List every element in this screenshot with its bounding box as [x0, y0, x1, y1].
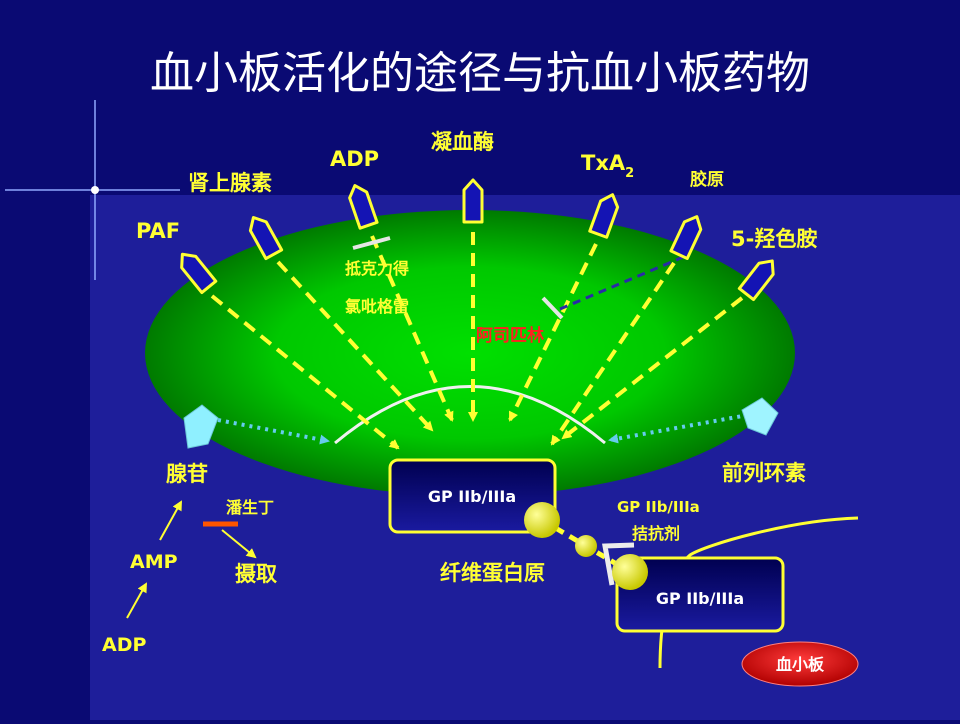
- aspirin-block-bar: [541, 296, 564, 320]
- arrow-adp-to-amp: [126, 582, 147, 619]
- label-ticlopidine: 抵克力得: [345, 259, 409, 278]
- fibrinogen-ball-3: [612, 554, 648, 590]
- arrow-adenosine: [217, 418, 330, 445]
- gp-antagonist-block-icon: [602, 542, 635, 586]
- fibrinogen-ball-2: [575, 535, 597, 557]
- label-clopidogrel: 氯吡格雷: [345, 297, 409, 316]
- gp-receptor-box-main: [388, 458, 557, 534]
- receptor-thrombin-icon: [462, 178, 484, 224]
- adenosine-receptor-icon: [183, 404, 219, 449]
- gp-receptor-label-second: GP IIb/IIIa: [656, 589, 744, 608]
- label-adp-top: ADP: [330, 147, 379, 171]
- receptor-collagen-icon: [669, 215, 703, 260]
- receptor-epinephrine-icon: [248, 216, 284, 261]
- arrow-adp: [370, 235, 454, 422]
- page-title: 血小板活化的途径与抗血小板药物: [150, 48, 810, 99]
- label-epinephrine: 肾上腺素: [188, 171, 272, 195]
- gp-receptor-box-second: [615, 556, 785, 633]
- arrow-to-uptake: [221, 529, 257, 559]
- label-amp: AMP: [130, 551, 178, 573]
- label-gp-antagonist-line2: 拮抗剂: [632, 524, 680, 543]
- collagen-dashed-link: [559, 253, 689, 311]
- label-prostacyclin: 前列环素: [722, 461, 806, 485]
- arrow-serotonin: [561, 296, 744, 440]
- arrow-collagen: [550, 261, 676, 446]
- label-fibrinogen: 纤维蛋白原: [440, 561, 545, 585]
- platelet-ellipse: [145, 210, 795, 496]
- adp-block-bar: [352, 236, 391, 250]
- label-dipyridamole: 潘生丁: [226, 498, 274, 517]
- label-collagen: 胶原: [690, 169, 724, 190]
- label-adp-bottom: ADP: [102, 634, 146, 656]
- receptor-serotonin-icon: [737, 259, 775, 302]
- arrow-txa2: [508, 243, 598, 422]
- arrow-amp-to-adenosine: [159, 500, 182, 541]
- label-serotonin: 5-羟色胺: [731, 227, 817, 251]
- platelet-badge-label: 血小板: [776, 655, 825, 674]
- fibrinogen-ball-1: [524, 502, 560, 538]
- star-sparkle-icon: [5, 100, 180, 280]
- platelet-badge: [741, 641, 859, 687]
- gp-receptor-label-main: GP IIb/IIIa: [428, 487, 516, 506]
- arrow-epinephrine: [276, 260, 434, 432]
- receptor-txa2-icon: [588, 193, 620, 239]
- prostacyclin-receptor-icon: [741, 397, 779, 436]
- membrane-arc: [334, 385, 606, 445]
- label-gp-antagonist-line1: GP IIb/IIIa: [617, 498, 700, 516]
- label-thrombin: 凝血酶: [431, 130, 494, 154]
- label-adenosine: 腺苷: [166, 462, 208, 486]
- receptor-adp-icon: [348, 184, 379, 230]
- arrow-paf: [210, 294, 400, 450]
- label-txa2: TxA2: [581, 151, 634, 181]
- label-paf: PAF: [136, 219, 180, 243]
- receptor-paf-icon: [180, 252, 218, 295]
- label-uptake: 摄取: [235, 562, 277, 586]
- label-aspirin: 阿司匹林: [476, 325, 544, 346]
